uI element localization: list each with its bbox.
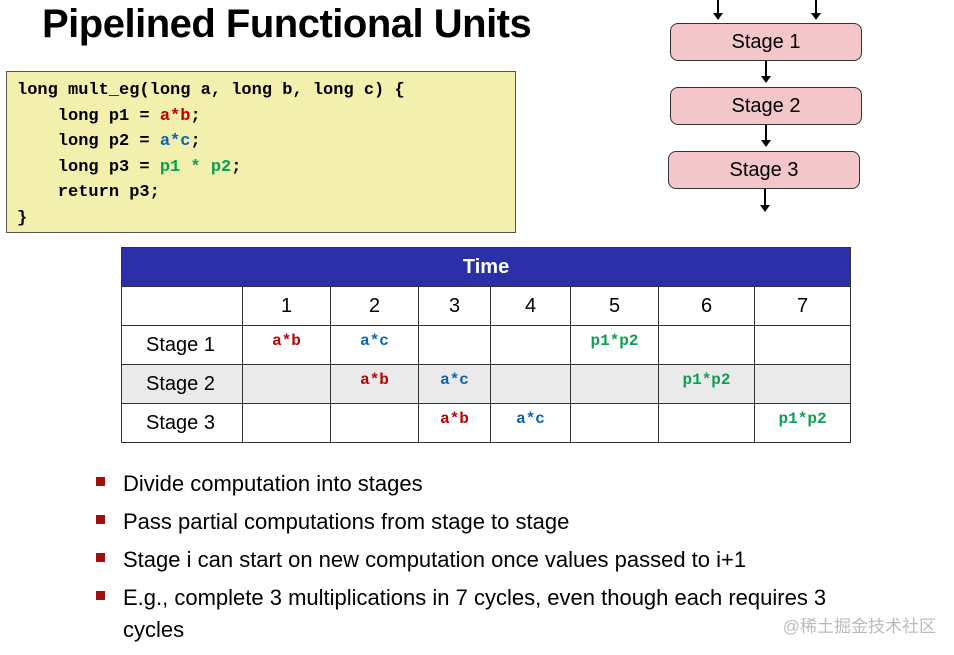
code-text: long p1 =: [17, 106, 160, 126]
stage-box-2: Stage 2: [670, 87, 862, 125]
table-cell: a*b: [242, 325, 331, 365]
row-label: Stage 3: [121, 403, 243, 443]
table-cell: [658, 325, 755, 365]
stage-box-1: Stage 1: [670, 23, 862, 61]
row-label: Stage 1: [121, 325, 243, 365]
bullet-item: Pass partial computations from stage to …: [96, 506, 876, 538]
code-line-4: long p3 = p1 * p2;: [17, 155, 505, 181]
code-expr-ac: a*c: [159, 132, 191, 151]
time-col-1: 1: [242, 286, 331, 326]
time-col-5: 5: [570, 286, 659, 326]
bullet-text: Divide computation into stages: [123, 471, 423, 496]
table-cell: a*b: [330, 364, 419, 404]
row-label: Stage 2: [121, 364, 243, 404]
table-cell: [753, 364, 852, 404]
watermark: @稀土掘金技术社区: [782, 617, 936, 636]
bullet-item: Stage i can start on new computation onc…: [96, 544, 876, 576]
time-col-6: 6: [658, 286, 755, 326]
code-line-5: return p3;: [17, 183, 160, 202]
time-col-3: 3: [418, 286, 491, 326]
bullet-text: Stage i can start on new computation onc…: [123, 547, 747, 572]
code-expr-ab: a*b: [159, 106, 191, 126]
bullet-text: Pass partial computations from stage to …: [123, 509, 570, 534]
table-cell: a*c: [418, 364, 491, 404]
bullet-item: E.g., complete 3 multiplications in 7 cy…: [96, 582, 876, 646]
code-text: ;: [190, 132, 201, 151]
code-line-3: long p2 = a*c;: [17, 129, 505, 155]
bullet-item: Divide computation into stages: [96, 468, 876, 500]
table-cell: [658, 403, 755, 443]
square-bullet-icon: [96, 591, 105, 600]
table-cell: p1*p2: [753, 403, 852, 443]
code-block: long mult_eg(long a, long b, long c) { l…: [6, 71, 516, 233]
table-cell: p1*p2: [658, 364, 755, 404]
square-bullet-icon: [96, 477, 105, 486]
corner-cell: [121, 286, 243, 326]
table-cell: [242, 403, 331, 443]
code-text: long p2 =: [17, 132, 160, 151]
table-cell: [330, 403, 419, 443]
input-arrow-right: [811, 0, 821, 20]
table-cell: [242, 364, 331, 404]
code-line-1: long mult_eg(long a, long b, long c) {: [17, 81, 405, 100]
time-col-4: 4: [490, 286, 571, 326]
page-title: Pipelined Functional Units: [42, 2, 532, 46]
output-arrow: [760, 189, 770, 212]
table-cell: [490, 364, 571, 404]
input-arrow-left: [713, 0, 723, 20]
code-text: ;: [231, 157, 242, 177]
time-header: Time: [120, 247, 852, 287]
bullet-text: E.g., complete 3 multiplications in 7 cy…: [123, 585, 827, 642]
arrow-stage1-to-2: [761, 61, 771, 83]
square-bullet-icon: [96, 553, 105, 562]
table-cell: [570, 403, 659, 443]
table-cell: [753, 325, 852, 365]
code-line-2: long p1 = a*b;: [17, 104, 505, 130]
table-cell: [490, 325, 571, 365]
time-col-7: 7: [753, 286, 852, 326]
table-cell: [570, 364, 659, 404]
code-line-6: }: [17, 208, 28, 228]
table-cell: a*c: [490, 403, 571, 443]
arrow-stage2-to-3: [761, 125, 771, 147]
table-cell: a*c: [330, 325, 419, 365]
time-col-2: 2: [330, 286, 419, 326]
square-bullet-icon: [96, 515, 105, 524]
code-text: long p3 =: [17, 157, 160, 177]
stage-box-3: Stage 3: [668, 151, 860, 189]
table-cell: a*b: [418, 403, 491, 443]
table-cell: [418, 325, 491, 365]
code-expr-p1p2: p1 * p2: [159, 157, 232, 177]
code-text: ;: [190, 106, 201, 126]
table-cell: p1*p2: [570, 325, 659, 365]
